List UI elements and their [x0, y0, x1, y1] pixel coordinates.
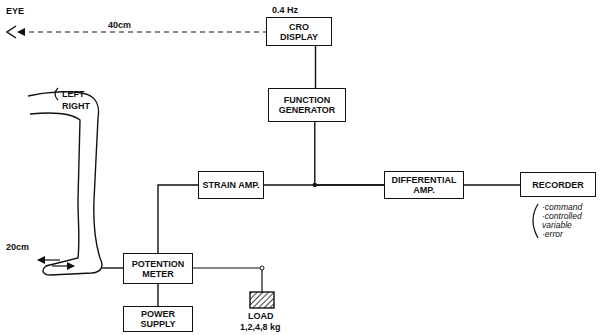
wire-line — [464, 184, 520, 185]
process-box: POWER SUPPLY — [123, 306, 193, 332]
box-label: STRAIN AMP. — [202, 180, 259, 190]
bracket — [533, 204, 538, 238]
wire-line — [157, 284, 158, 306]
signal-wire — [158, 284, 159, 306]
annotation-label: LOAD — [248, 311, 274, 321]
wire-line — [158, 185, 198, 253]
annotation-label: 1,2,4,8 kg — [240, 322, 281, 332]
ankle-link — [102, 267, 125, 268]
annotation-label: EYE — [6, 6, 24, 16]
wire-line — [264, 184, 384, 185]
annotation-label: 20cm — [6, 242, 29, 252]
load-string — [190, 268, 262, 292]
signal-wire — [315, 46, 316, 88]
annotation-label: ·command — [542, 203, 604, 212]
annotation-label: RIGHT — [62, 101, 90, 111]
signal-wire — [158, 185, 198, 253]
annotation-label: 40cm — [108, 20, 131, 30]
process-box: STRAIN AMP. — [198, 171, 264, 199]
annotation-label: 0.4 Hz — [272, 5, 298, 15]
signal-wire — [264, 185, 384, 186]
load-weight — [250, 292, 274, 308]
box-label: FUNCTION GENERATOR — [272, 95, 342, 115]
process-box: FUNCTION GENERATOR — [268, 88, 346, 122]
sight-line — [18, 31, 268, 32]
process-box: DIFFERENTIAL AMP. — [384, 171, 464, 199]
annotation-label: ·error — [542, 230, 604, 239]
signal-wire — [464, 185, 520, 186]
box-label: DIFFERENTIAL AMP. — [388, 175, 460, 195]
process-box: CRO DISPLAY — [266, 17, 332, 46]
leg-drawing — [28, 92, 102, 275]
box-label: RECORDER — [532, 180, 584, 190]
eye-symbol — [7, 26, 16, 38]
annotation-label: LEFT — [62, 89, 85, 99]
signal-wire — [313, 122, 384, 187]
process-box: POTENTION METER — [123, 253, 193, 284]
process-box: RECORDER — [520, 172, 596, 197]
box-label: POTENTION METER — [127, 259, 189, 279]
wire-line — [315, 46, 316, 88]
movement-arrow — [38, 259, 60, 260]
annotation-label: ·controlled variable — [542, 212, 604, 230]
pulley — [260, 266, 264, 270]
box-label: POWER SUPPLY — [127, 309, 189, 329]
bracket — [55, 88, 58, 100]
wire-line — [315, 122, 384, 185]
box-label: CRO DISPLAY — [270, 22, 328, 42]
movement-arrow — [52, 265, 74, 266]
